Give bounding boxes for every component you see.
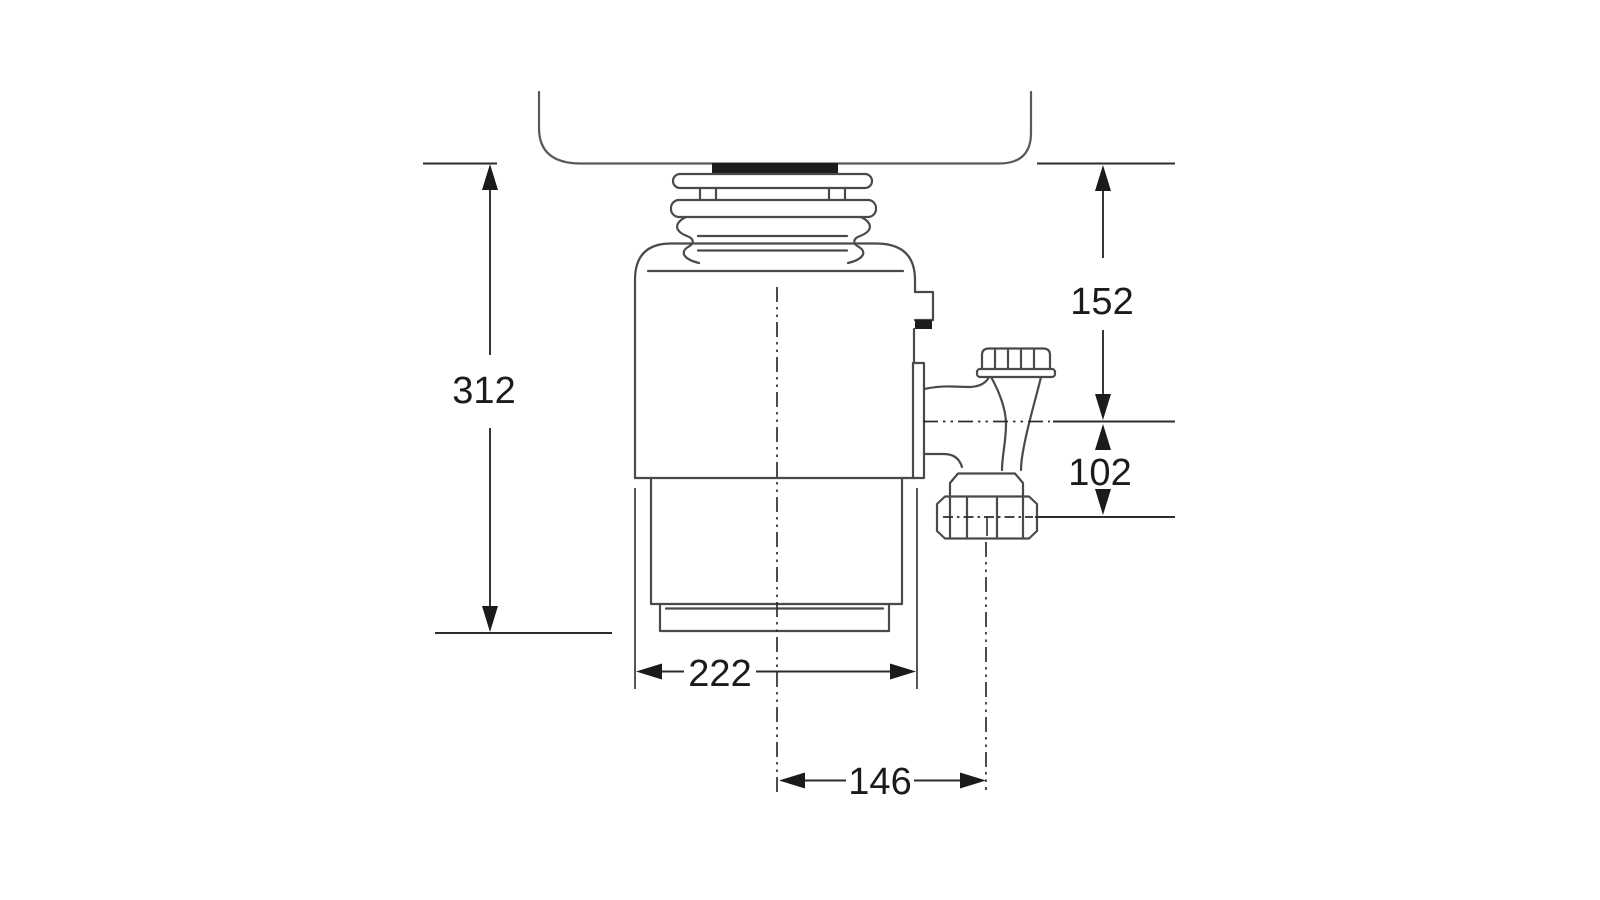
sink-outline <box>537 90 1033 165</box>
outlet-elbow-assembly <box>922 347 1057 540</box>
bottom-trap-nut <box>935 495 1039 540</box>
outlet-pipe-top-edge <box>922 375 991 391</box>
dim-152-arrow-down <box>1095 394 1111 420</box>
dim-label-sink-to-outlet: 152 <box>1070 281 1133 323</box>
sink-gasket-seal <box>712 163 838 174</box>
mounting-flange-assembly <box>669 172 878 265</box>
centerlines <box>776 287 1050 797</box>
elbow-funnel-right-edge <box>1019 375 1043 472</box>
mount-boot-right-edge <box>846 215 871 265</box>
base-plinth-outline <box>658 602 891 633</box>
reference-lines <box>423 162 1175 689</box>
dim-center-to-outlet: 146 <box>779 761 986 803</box>
outlet-pipe-bottom-edge <box>922 452 964 469</box>
sink-bowl-profile <box>537 90 1033 165</box>
mount-boot-left-edge <box>676 215 701 265</box>
dim-222-arrow-left <box>636 663 662 680</box>
elbow-funnel-left-edge <box>989 375 1008 472</box>
inlet-tab-band <box>915 320 932 329</box>
dim-label-body-width: 222 <box>688 653 751 695</box>
top-swivel-nut-brim <box>975 367 1057 379</box>
dim-102-arrow-down <box>1095 489 1111 515</box>
dim-152-arrow-up <box>1095 165 1111 191</box>
upper-body-outline <box>633 242 917 480</box>
disposer-body <box>633 242 935 633</box>
top-nut-splines <box>993 348 1036 370</box>
flange-ring-lower <box>669 198 878 219</box>
top-swivel-nut-cap <box>980 347 1052 371</box>
mount-boot-lines <box>696 234 849 252</box>
flange-bolt-ticks <box>698 186 847 202</box>
dim-outlet-to-trap: 102 <box>1068 424 1132 515</box>
dishwasher-inlet-tab <box>913 290 935 322</box>
dim-312-arrow-down <box>482 606 498 632</box>
dim-312-arrow-up <box>482 164 498 190</box>
flange-ring-upper <box>671 172 874 190</box>
trap-connector-collar <box>948 472 1025 499</box>
dim-body-width: 222 <box>636 653 916 695</box>
dim-102-arrow-up <box>1095 424 1111 450</box>
dim-overall-height: 312 <box>452 164 516 632</box>
dim-sink-to-outlet: 152 <box>1070 165 1134 420</box>
outlet-flange-plate <box>911 361 926 480</box>
dim-label-center-to-outlet: 146 <box>848 761 911 803</box>
dim-146-arrow-right <box>960 772 986 789</box>
dim-146-arrow-left <box>779 772 805 789</box>
dim-label-outlet-to-trap: 102 <box>1068 452 1131 494</box>
dim-label-overall-height: 312 <box>452 370 515 412</box>
dim-222-arrow-right <box>890 663 916 680</box>
